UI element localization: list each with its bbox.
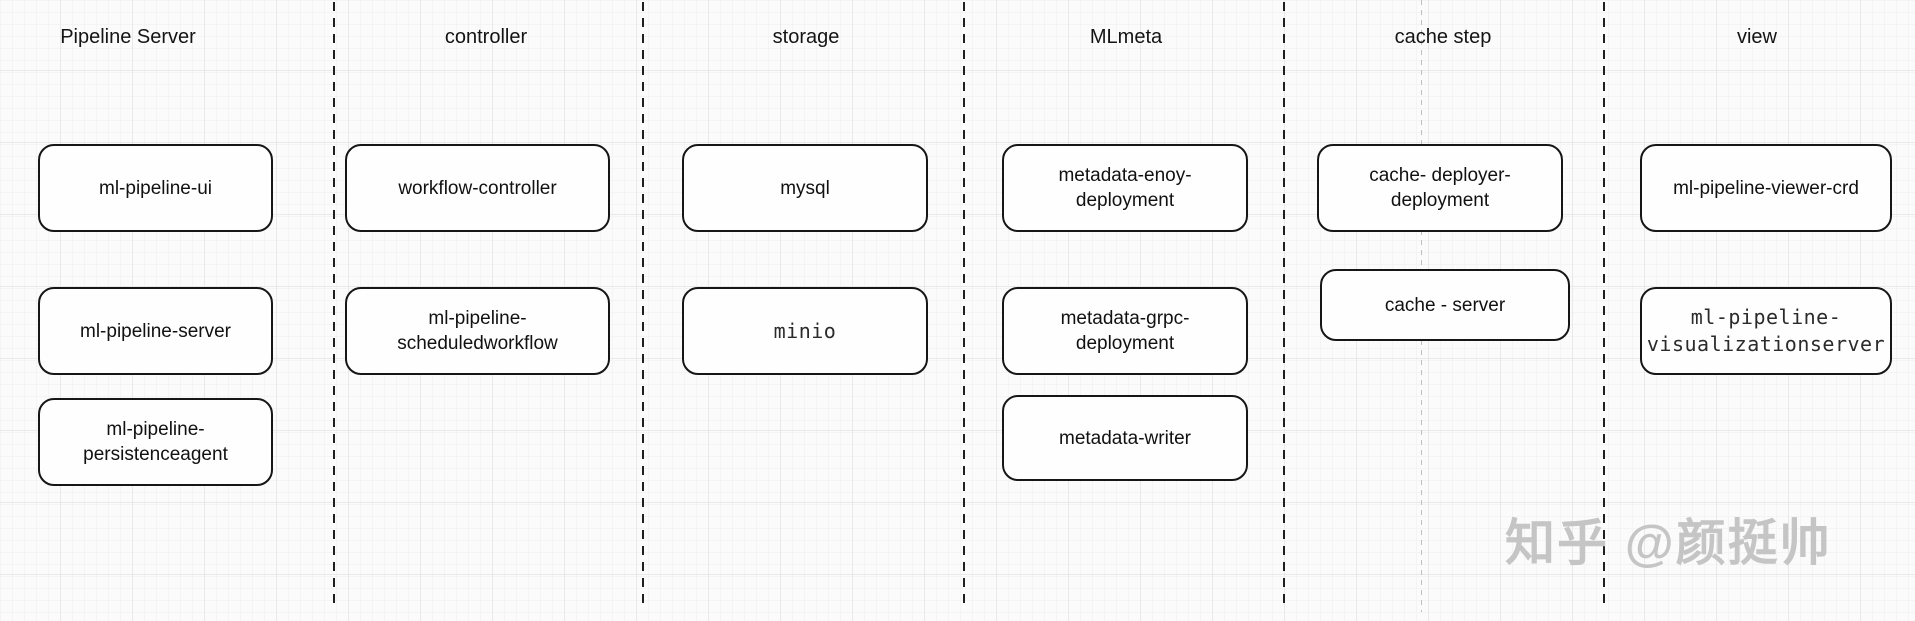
node-label: metadata-grpc- deployment: [1060, 308, 1190, 354]
node-label: ml-pipeline-ui: [99, 177, 212, 199]
node-label: ml-pipeline-server: [80, 320, 231, 342]
node-metadata-grpc-deployment: metadata-grpc- deployment: [1002, 287, 1248, 375]
node-label: metadata-writer: [1059, 427, 1191, 449]
node-ml-pipeline-persistenceagent: ml-pipeline- persistenceagent: [38, 398, 273, 486]
node-mysql: mysql: [682, 144, 928, 232]
lane-divider-4: [1283, 2, 1285, 605]
node-label: cache - server: [1384, 294, 1506, 316]
node-label: ml-pipeline- scheduledworkflow: [397, 308, 558, 354]
node-cache-server: cache - server: [1320, 269, 1570, 341]
node-ml-pipeline-server: ml-pipeline-server: [38, 287, 273, 375]
node-metadata-writer: metadata-writer: [1002, 395, 1248, 481]
zhihu-watermark: 知乎 @颜挺帅: [1505, 515, 1832, 571]
lane-header-mlmeta: MLmeta: [1089, 26, 1163, 48]
lane-divider-1: [333, 2, 335, 605]
lane-header-cache-step: cache step: [1394, 26, 1492, 48]
node-ml-pipeline-scheduledworkflow: ml-pipeline- scheduledworkflow: [345, 287, 610, 375]
lane-header-pipeline-server: Pipeline Server: [60, 26, 196, 48]
node-ml-pipeline-ui: ml-pipeline-ui: [38, 144, 273, 232]
lane-divider-5: [1603, 2, 1605, 605]
node-metadata-enoy-deployment: metadata-enoy- deployment: [1002, 144, 1248, 232]
node-label: cache- deployer- deployment: [1369, 165, 1511, 211]
node-ml-pipeline-viewer-crd: ml-pipeline-viewer-crd: [1640, 144, 1892, 232]
node-label: mysql: [780, 177, 830, 199]
lane-divider-2: [642, 2, 644, 605]
node-label: minio: [773, 318, 837, 343]
node-workflow-controller: workflow-controller: [345, 144, 610, 232]
node-cache-deployer-deployment: cache- deployer- deployment: [1317, 144, 1563, 232]
lane-header-storage: storage: [772, 26, 840, 48]
node-label: metadata-enoy- deployment: [1058, 165, 1192, 211]
node-label: ml-pipeline- persistenceagent: [83, 419, 228, 465]
node-label: ml-pipeline- visualizationserver: [1646, 305, 1886, 356]
lane-header-controller: controller: [444, 26, 528, 48]
lane-header-view: view: [1736, 26, 1778, 48]
node-label: ml-pipeline-viewer-crd: [1673, 177, 1859, 199]
node-minio: minio: [682, 287, 928, 375]
lane-divider-3: [963, 2, 965, 605]
node-ml-pipeline-visualizationserver: ml-pipeline- visualizationserver: [1640, 287, 1892, 375]
node-label: workflow-controller: [398, 177, 557, 199]
